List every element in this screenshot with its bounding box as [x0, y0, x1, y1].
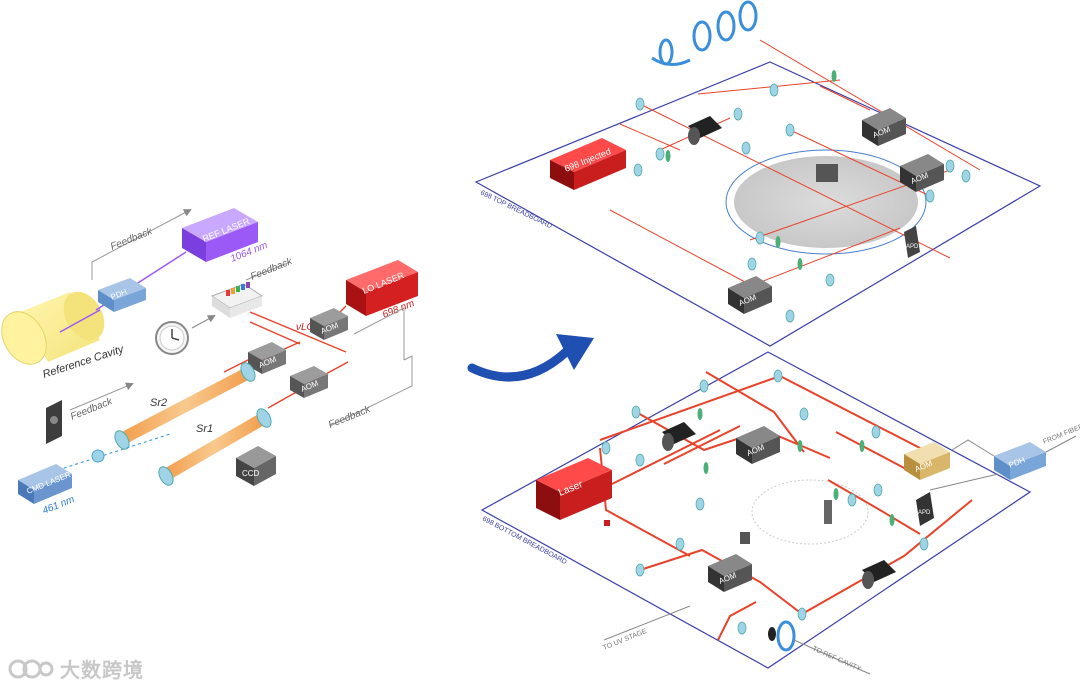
sr2-trap: [114, 362, 256, 450]
isolator-top: [688, 116, 722, 145]
frequency-comb: [210, 282, 264, 318]
ccd-camera: CCD: [236, 446, 276, 486]
to-cavity-label: TO REF CAVITY: [811, 645, 862, 673]
top-breadboard: 698 TOP BREADBOARD: [474, 0, 1042, 347]
watermark-logo-icon: [8, 659, 54, 678]
bottom-optics: [601, 369, 929, 635]
pdh-box-bottom: PDH: [994, 442, 1046, 480]
aom-top-1: AOM: [862, 108, 906, 146]
top-optics: [633, 83, 971, 323]
cmd-laser: CMD LASER: [18, 464, 72, 504]
aom-bottom-2: AOM: [708, 554, 752, 592]
beam-monitor: [46, 400, 62, 444]
fiber-in-label: FROM FIBER: [1042, 423, 1080, 446]
nu-lo-label: νLO: [296, 322, 315, 333]
ccd-label: CCD: [242, 469, 260, 478]
top-lenses: [665, 70, 837, 270]
clock-icon: [155, 321, 189, 355]
aom-top-2: AOM: [900, 154, 944, 192]
apd-top-label: APD: [906, 244, 919, 250]
sr1-trap: [158, 408, 272, 486]
watermark-text: 大数跨境: [60, 658, 144, 682]
pdh-box-left: PDH: [98, 278, 146, 312]
bottom-lenses: [697, 408, 895, 526]
bottom-breadboard: 698 BOTTOM BREADBOARD Laser: [480, 351, 1080, 675]
apd-bottom: APD: [916, 492, 934, 526]
modulator-bottom: AOM: [904, 442, 950, 480]
apd-bottom-label: APD: [918, 510, 931, 516]
vacuum-chamber-top: [734, 156, 918, 248]
fiber-coils: [651, 0, 758, 66]
aom-left-2: AOM: [248, 342, 286, 374]
sr1-label: Sr1: [196, 423, 213, 435]
aom-top-3: AOM: [728, 276, 772, 314]
feedback-label-3: Feedback: [327, 404, 373, 431]
transition-arrow: [467, 334, 594, 382]
feedback-label-4: Feedback: [69, 396, 115, 423]
aom-left-3: AOM: [290, 366, 328, 398]
watermark: 大数跨境: [8, 654, 144, 683]
lo-laser: LO LASER: [346, 260, 418, 316]
apd-top: APD: [904, 226, 920, 258]
sr2-label: Sr2: [150, 397, 167, 409]
injected-laser: 698 Injected: [550, 138, 626, 190]
aom-left-1: AOM: [310, 308, 348, 340]
feedback-label-1: Feedback: [109, 226, 155, 253]
aom-bottom-1: AOM: [736, 426, 780, 464]
ref-laser: REF LASER: [182, 208, 258, 262]
bottom-laser: Laser: [536, 458, 612, 520]
isolator-bottom-1: [662, 422, 696, 451]
vacuum-chamber-bottom: [751, 479, 869, 545]
isolator-bottom-2: [862, 560, 896, 589]
reference-cavity: [1, 291, 105, 365]
feedback-label-2: Feedback: [249, 256, 295, 283]
fiber-coil-bottom: [768, 620, 796, 652]
left-setup: Reference Cavity PDH REF LASER 1064 nm F…: [1, 208, 418, 517]
